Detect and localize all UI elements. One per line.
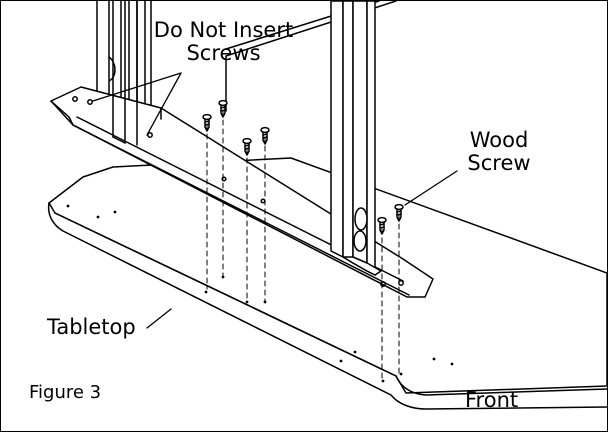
label-line: Screws [186,40,261,65]
leader-no-screws-1 [92,72,182,102]
label-line: Do Not Insert [153,18,294,42]
left-upright-front [112,1,138,146]
label-front: Front [465,388,519,412]
leader-no-screws-2 [146,72,182,136]
screw-guide-lines [206,110,400,380]
screw [377,216,387,235]
label-tabletop: Tabletop [47,315,136,339]
screw [242,137,252,156]
tabletop-front-edge-bottom [47,202,607,410]
tabletop-corner-round [395,375,607,396]
leader-wood-screw [404,170,458,206]
tabletop [47,157,607,410]
rail-hole [147,132,153,138]
screw [202,113,212,132]
tabletop-surface [48,157,607,394]
screw [218,99,228,118]
label-wood-screw: Wood Screw [461,129,537,174]
screw [394,203,404,222]
screws [202,99,404,380]
label-do-not-insert-screws: Do Not Insert Screws [151,19,296,64]
screw [260,126,270,145]
right-upright [330,1,382,276]
figure-caption: Figure 3 [29,382,102,403]
leader-tabletop [146,308,172,329]
tabletop-holes [66,204,454,383]
rail-hole [72,96,78,102]
upright-cutout [354,207,368,231]
label-line: Screw [467,150,531,175]
leader-lines [92,72,458,329]
upright-cutout [353,230,367,252]
rail-hole [87,99,93,105]
rail-hole [380,281,386,287]
label-line: Wood [469,128,529,152]
tabletop-front-edge [54,212,397,377]
rail-hole [221,176,227,182]
